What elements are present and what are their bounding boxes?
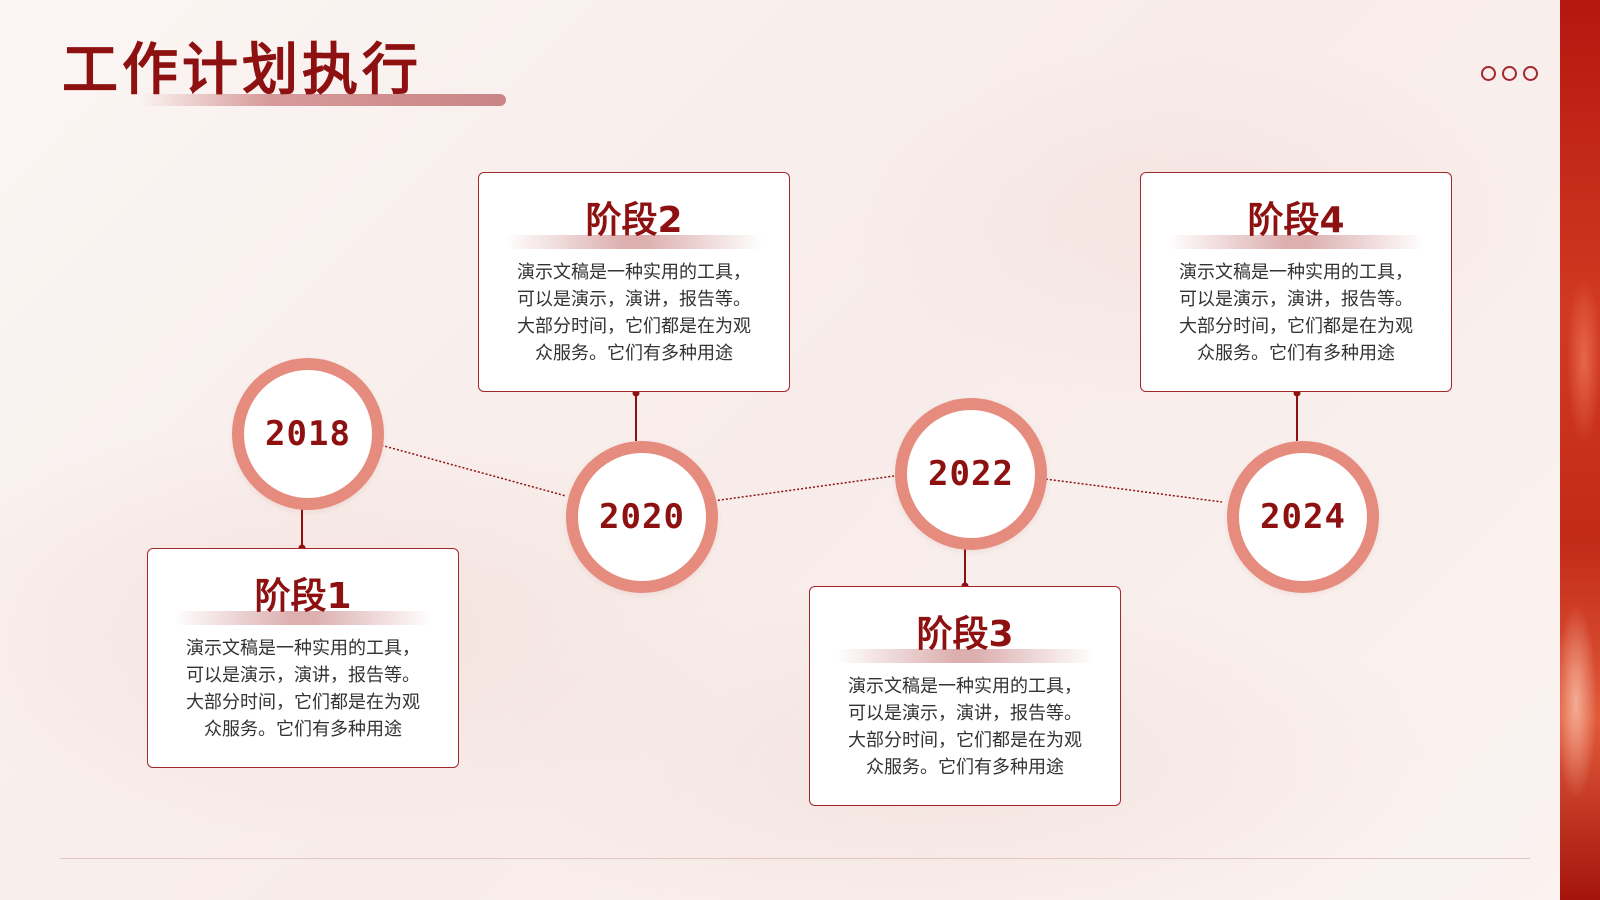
description-line: 可以是演示，演讲，报告等。 [186, 665, 420, 686]
stage-title-highlight [1167, 235, 1425, 249]
description-line: 演示文稿是一种实用的工具， [848, 676, 1082, 697]
title-underline-bar [140, 94, 506, 106]
stage-card-header: 阶段3 [810, 587, 1120, 663]
timeline-link-2022-2024 [1029, 476, 1223, 503]
page-title: 工作计划执行 [62, 37, 422, 103]
description-line: 可以是演示，演讲，报告等。 [517, 289, 751, 310]
stage-title: 阶段3 [916, 614, 1014, 655]
description-line: 众服务。它们有多种用途 [535, 343, 733, 364]
description-line: 演示文稿是一种实用的工具， [517, 262, 751, 283]
stage-card-1: 阶段1 演示文稿是一种实用的工具， 可以是演示，演讲，报告等。 大部分时间，它们… [147, 548, 459, 768]
description-line: 众服务。它们有多种用途 [204, 719, 402, 740]
circle-icon [1523, 66, 1538, 81]
stage-description: 演示文稿是一种实用的工具， 可以是演示，演讲，报告等。 大部分时间，它们都是在为… [172, 635, 434, 743]
stage-title-highlight [836, 649, 1094, 663]
description-line: 众服务。它们有多种用途 [1197, 343, 1395, 364]
decorative-right-band [1560, 0, 1600, 900]
description-line: 可以是演示，演讲，报告等。 [848, 703, 1082, 724]
stage-card-3: 阶段3 演示文稿是一种实用的工具， 可以是演示，演讲，报告等。 大部分时间，它们… [809, 586, 1121, 806]
stage-title-highlight [505, 235, 763, 249]
timeline-link-2020-2022 [705, 475, 895, 503]
description-line: 可以是演示，演讲，报告等。 [1179, 289, 1413, 310]
stage-card-4: 阶段4 演示文稿是一种实用的工具， 可以是演示，演讲，报告等。 大部分时间，它们… [1140, 172, 1452, 392]
description-line: 演示文稿是一种实用的工具， [186, 638, 420, 659]
description-line: 大部分时间，它们都是在为观 [186, 692, 420, 713]
stage-card-2: 阶段2 演示文稿是一种实用的工具， 可以是演示，演讲，报告等。 大部分时间，它们… [478, 172, 790, 392]
stage-description: 演示文稿是一种实用的工具， 可以是演示，演讲，报告等。 大部分时间，它们都是在为… [834, 673, 1096, 781]
stage-title-highlight [174, 611, 432, 625]
bottom-divider [60, 858, 1530, 859]
year-circle-2018: 2018 [232, 358, 384, 510]
stage-card-header: 阶段2 [479, 173, 789, 249]
year-circle-2022: 2022 [895, 398, 1047, 550]
circle-icon [1502, 66, 1517, 81]
decorative-dots [1481, 66, 1538, 81]
stage-title: 阶段4 [1247, 200, 1345, 241]
description-line: 演示文稿是一种实用的工具， [1179, 262, 1413, 283]
description-line: 大部分时间，它们都是在为观 [848, 730, 1082, 751]
description-line: 大部分时间，它们都是在为观 [1179, 316, 1413, 337]
timeline-link-2018-2020 [365, 440, 567, 497]
stage-description: 演示文稿是一种实用的工具， 可以是演示，演讲，报告等。 大部分时间，它们都是在为… [1165, 259, 1427, 367]
year-circle-2024: 2024 [1227, 441, 1379, 593]
stage-card-header: 阶段1 [148, 549, 458, 625]
stage-title: 阶段1 [254, 576, 352, 617]
stage-description: 演示文稿是一种实用的工具， 可以是演示，演讲，报告等。 大部分时间，它们都是在为… [503, 259, 765, 367]
stage-card-header: 阶段4 [1141, 173, 1451, 249]
stage-title: 阶段2 [585, 200, 683, 241]
year-circle-2020: 2020 [566, 441, 718, 593]
circle-icon [1481, 66, 1496, 81]
description-line: 众服务。它们有多种用途 [866, 757, 1064, 778]
description-line: 大部分时间，它们都是在为观 [517, 316, 751, 337]
